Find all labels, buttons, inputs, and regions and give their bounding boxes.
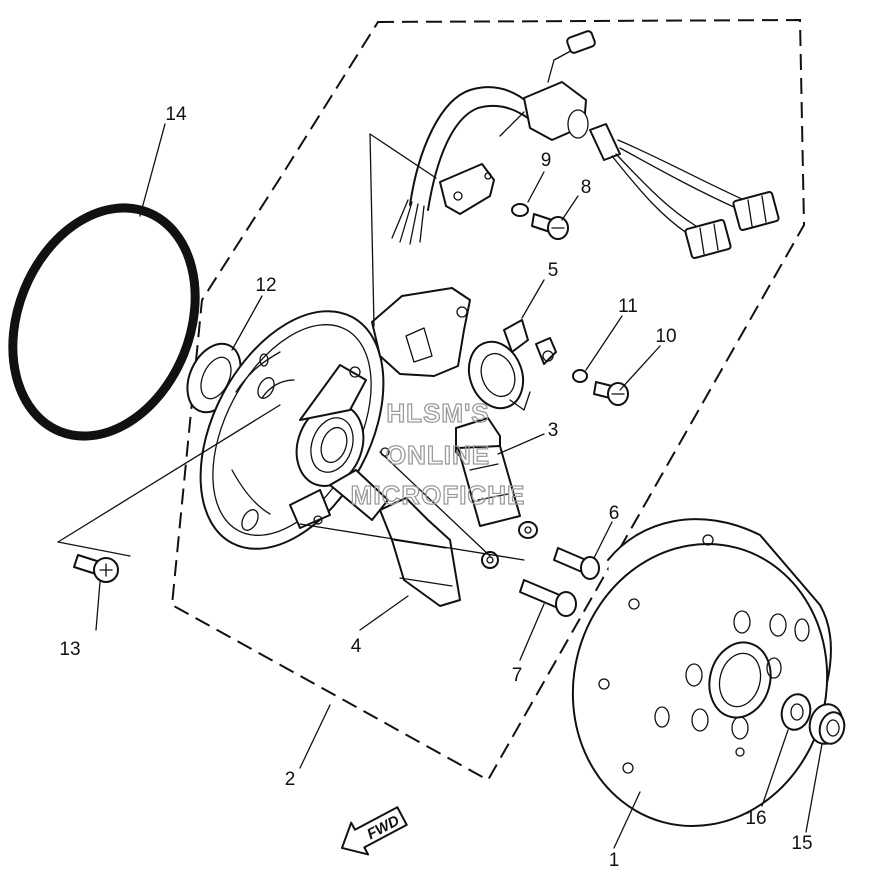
callout-6: 6 (609, 503, 620, 524)
flywheel-rotor-part-1 (571, 518, 832, 827)
screw-part-13 (73, 554, 119, 583)
callout-5: 5 (548, 260, 559, 281)
callout-14: 14 (165, 104, 187, 125)
callout-16: 16 (745, 808, 766, 829)
screw-part-10 (593, 381, 629, 406)
washer-part-11 (572, 369, 588, 383)
callout-10: 10 (655, 326, 676, 347)
watermark-line-1: HLSM'S (386, 398, 489, 428)
callout-9: 9 (541, 150, 552, 171)
clip-small (535, 337, 557, 365)
wiring-harness (391, 30, 780, 259)
callout-8: 8 (581, 177, 592, 198)
assembly-boundary (170, 18, 806, 782)
forward-arrow-icon: FWD (340, 806, 408, 856)
callout-13: 13 (59, 639, 80, 660)
callout-11: 11 (618, 296, 638, 317)
watermark: HLSM'S ONLINE MICROFICHE (350, 397, 526, 510)
stator-base-part-2 (199, 287, 471, 550)
nut-part-15 (808, 703, 846, 745)
charge-coil-part-3 (455, 417, 538, 539)
bolt-part-7 (519, 579, 577, 617)
callout-1: 1 (609, 850, 620, 871)
watermark-line-2: ONLINE (386, 440, 490, 470)
callout-12: 12 (255, 275, 276, 296)
leader-lines (57, 123, 823, 849)
washer-part-16 (780, 693, 812, 731)
washer-part-9 (511, 203, 529, 217)
watermark-line-3: MICROFICHE (351, 480, 526, 510)
screw-part-6 (553, 547, 600, 580)
callout-2: 2 (285, 769, 296, 790)
callout-7: 7 (512, 665, 523, 686)
screw-part-8 (531, 213, 569, 240)
callout-15: 15 (791, 833, 812, 854)
callout-3: 3 (548, 420, 559, 441)
callout-labels: 1 2 3 4 5 6 7 8 9 10 11 12 13 14 15 16 (59, 104, 812, 871)
pickup-coil-part-5 (467, 319, 531, 411)
charge-coil-part-4 (379, 497, 499, 607)
callout-4: 4 (351, 636, 362, 657)
o-ring-part-14 (8, 203, 200, 441)
